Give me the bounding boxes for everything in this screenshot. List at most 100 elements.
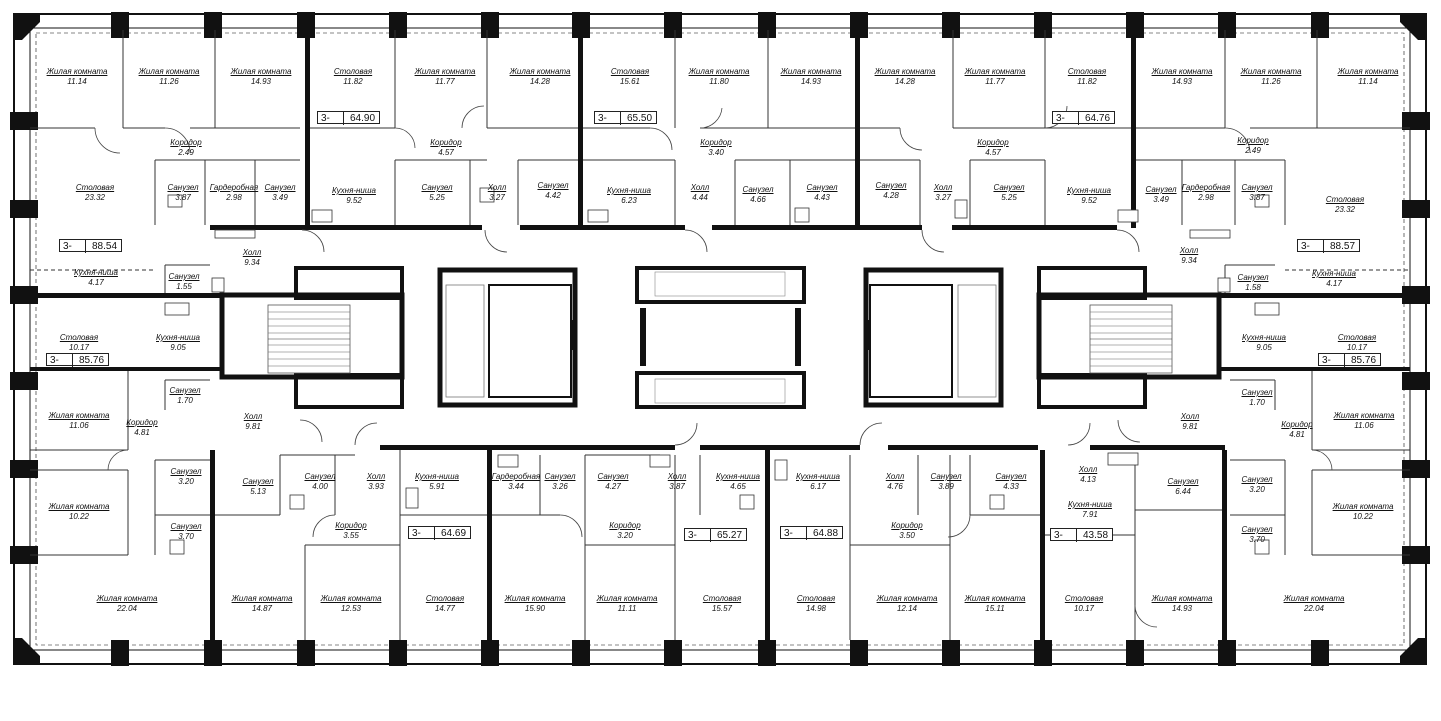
apartment-tag: 3-85.76	[1318, 353, 1382, 367]
apartment-tag: 3-64.90	[317, 111, 381, 125]
outer-walls	[13, 13, 1427, 665]
corner-columns	[14, 14, 1426, 664]
apartment-tag: 3-88.57	[1297, 239, 1361, 253]
apartment-tag: 3-43.58	[1050, 528, 1114, 542]
apartment-tag: 3-64.88	[780, 526, 844, 540]
apartment-tag: 3-65.27	[684, 528, 748, 542]
sanitary-fixtures	[164, 187, 1280, 555]
apartment-tag: 3-64.76	[1052, 111, 1116, 125]
interior-walls	[30, 30, 1410, 640]
apartment-tag: 3-85.76	[46, 353, 110, 367]
apartment-tag: 3-64.69	[408, 526, 472, 540]
apartment-tag: 3-88.54	[59, 239, 123, 253]
facade-columns	[10, 12, 1430, 666]
apartment-tag: 3-65.50	[594, 111, 658, 125]
partition-walls	[30, 28, 1410, 650]
building-core	[219, 266, 1222, 409]
